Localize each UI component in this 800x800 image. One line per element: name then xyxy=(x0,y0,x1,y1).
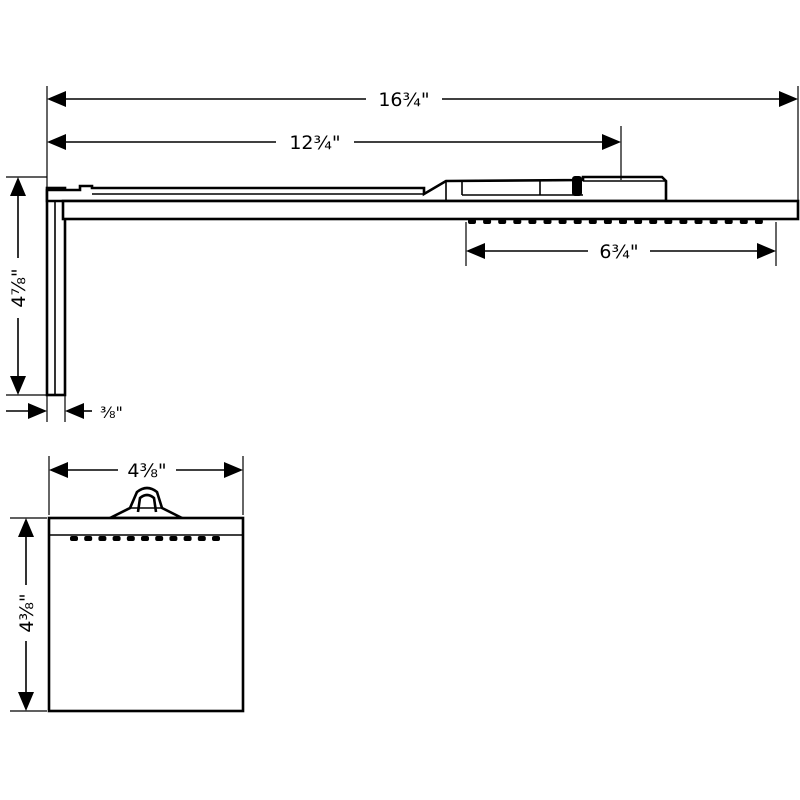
dim-wall-plate-thickness: ⅜" xyxy=(6,395,123,422)
head-connector xyxy=(109,486,183,520)
arm-joint xyxy=(572,176,582,196)
front-view: 4⅜" 4⅜" xyxy=(10,456,245,713)
nozzle xyxy=(724,219,733,224)
nozzle xyxy=(694,219,703,224)
nozzle xyxy=(84,536,93,541)
nozzle xyxy=(573,219,582,224)
nozzle xyxy=(709,219,718,224)
side-view: 16¾" 12¾" 6¾" 4 xyxy=(5,86,800,422)
dim-head-width-side: 6¾" xyxy=(465,222,777,266)
dim-arm-length: 12¾" xyxy=(47,126,622,180)
nozzle xyxy=(513,219,522,224)
nozzle xyxy=(739,219,748,224)
head-width-front-label: 4⅜" xyxy=(127,460,166,482)
nozzle xyxy=(183,536,192,541)
dim-height: 4⅞" xyxy=(5,176,47,396)
nozzle xyxy=(619,219,627,224)
nozzle xyxy=(212,536,220,541)
height-label: 4⅞" xyxy=(8,268,30,307)
nozzle xyxy=(588,219,597,224)
nozzle xyxy=(98,536,107,541)
nozzle xyxy=(634,219,643,224)
nozzle xyxy=(169,536,178,541)
arm-length-label: 12¾" xyxy=(289,132,340,154)
nozzle xyxy=(112,536,121,541)
shower-arm xyxy=(45,175,668,203)
overall-length-label: 16¾" xyxy=(378,89,429,111)
nozzle xyxy=(754,219,763,224)
nozzle xyxy=(197,536,206,541)
nozzle xyxy=(558,219,567,224)
nozzles-front xyxy=(70,536,220,541)
dim-head-width-front: 4⅜" xyxy=(48,456,244,515)
nozzle xyxy=(498,219,507,224)
nozzle xyxy=(649,219,658,224)
nozzles-side xyxy=(468,219,763,224)
nozzle xyxy=(543,219,552,224)
nozzle xyxy=(679,219,688,224)
nozzle xyxy=(528,219,537,224)
wall-plate-thickness-label: ⅜" xyxy=(100,403,123,422)
nozzle xyxy=(603,219,612,224)
nozzle xyxy=(141,536,149,541)
nozzle xyxy=(70,536,78,541)
head-width-side-label: 6¾" xyxy=(599,241,638,263)
dim-overall-length: 16¾" xyxy=(46,86,799,201)
dim-head-height-front: 4⅜" xyxy=(10,517,47,712)
nozzle xyxy=(126,536,135,541)
shower-head-side xyxy=(61,199,800,221)
head-height-front-label: 4⅜" xyxy=(16,593,38,632)
nozzle xyxy=(664,219,673,224)
wall-plate xyxy=(45,186,67,397)
nozzle xyxy=(468,219,476,224)
nozzle xyxy=(483,219,492,224)
shower-head-front xyxy=(47,516,245,713)
nozzle xyxy=(155,536,164,541)
